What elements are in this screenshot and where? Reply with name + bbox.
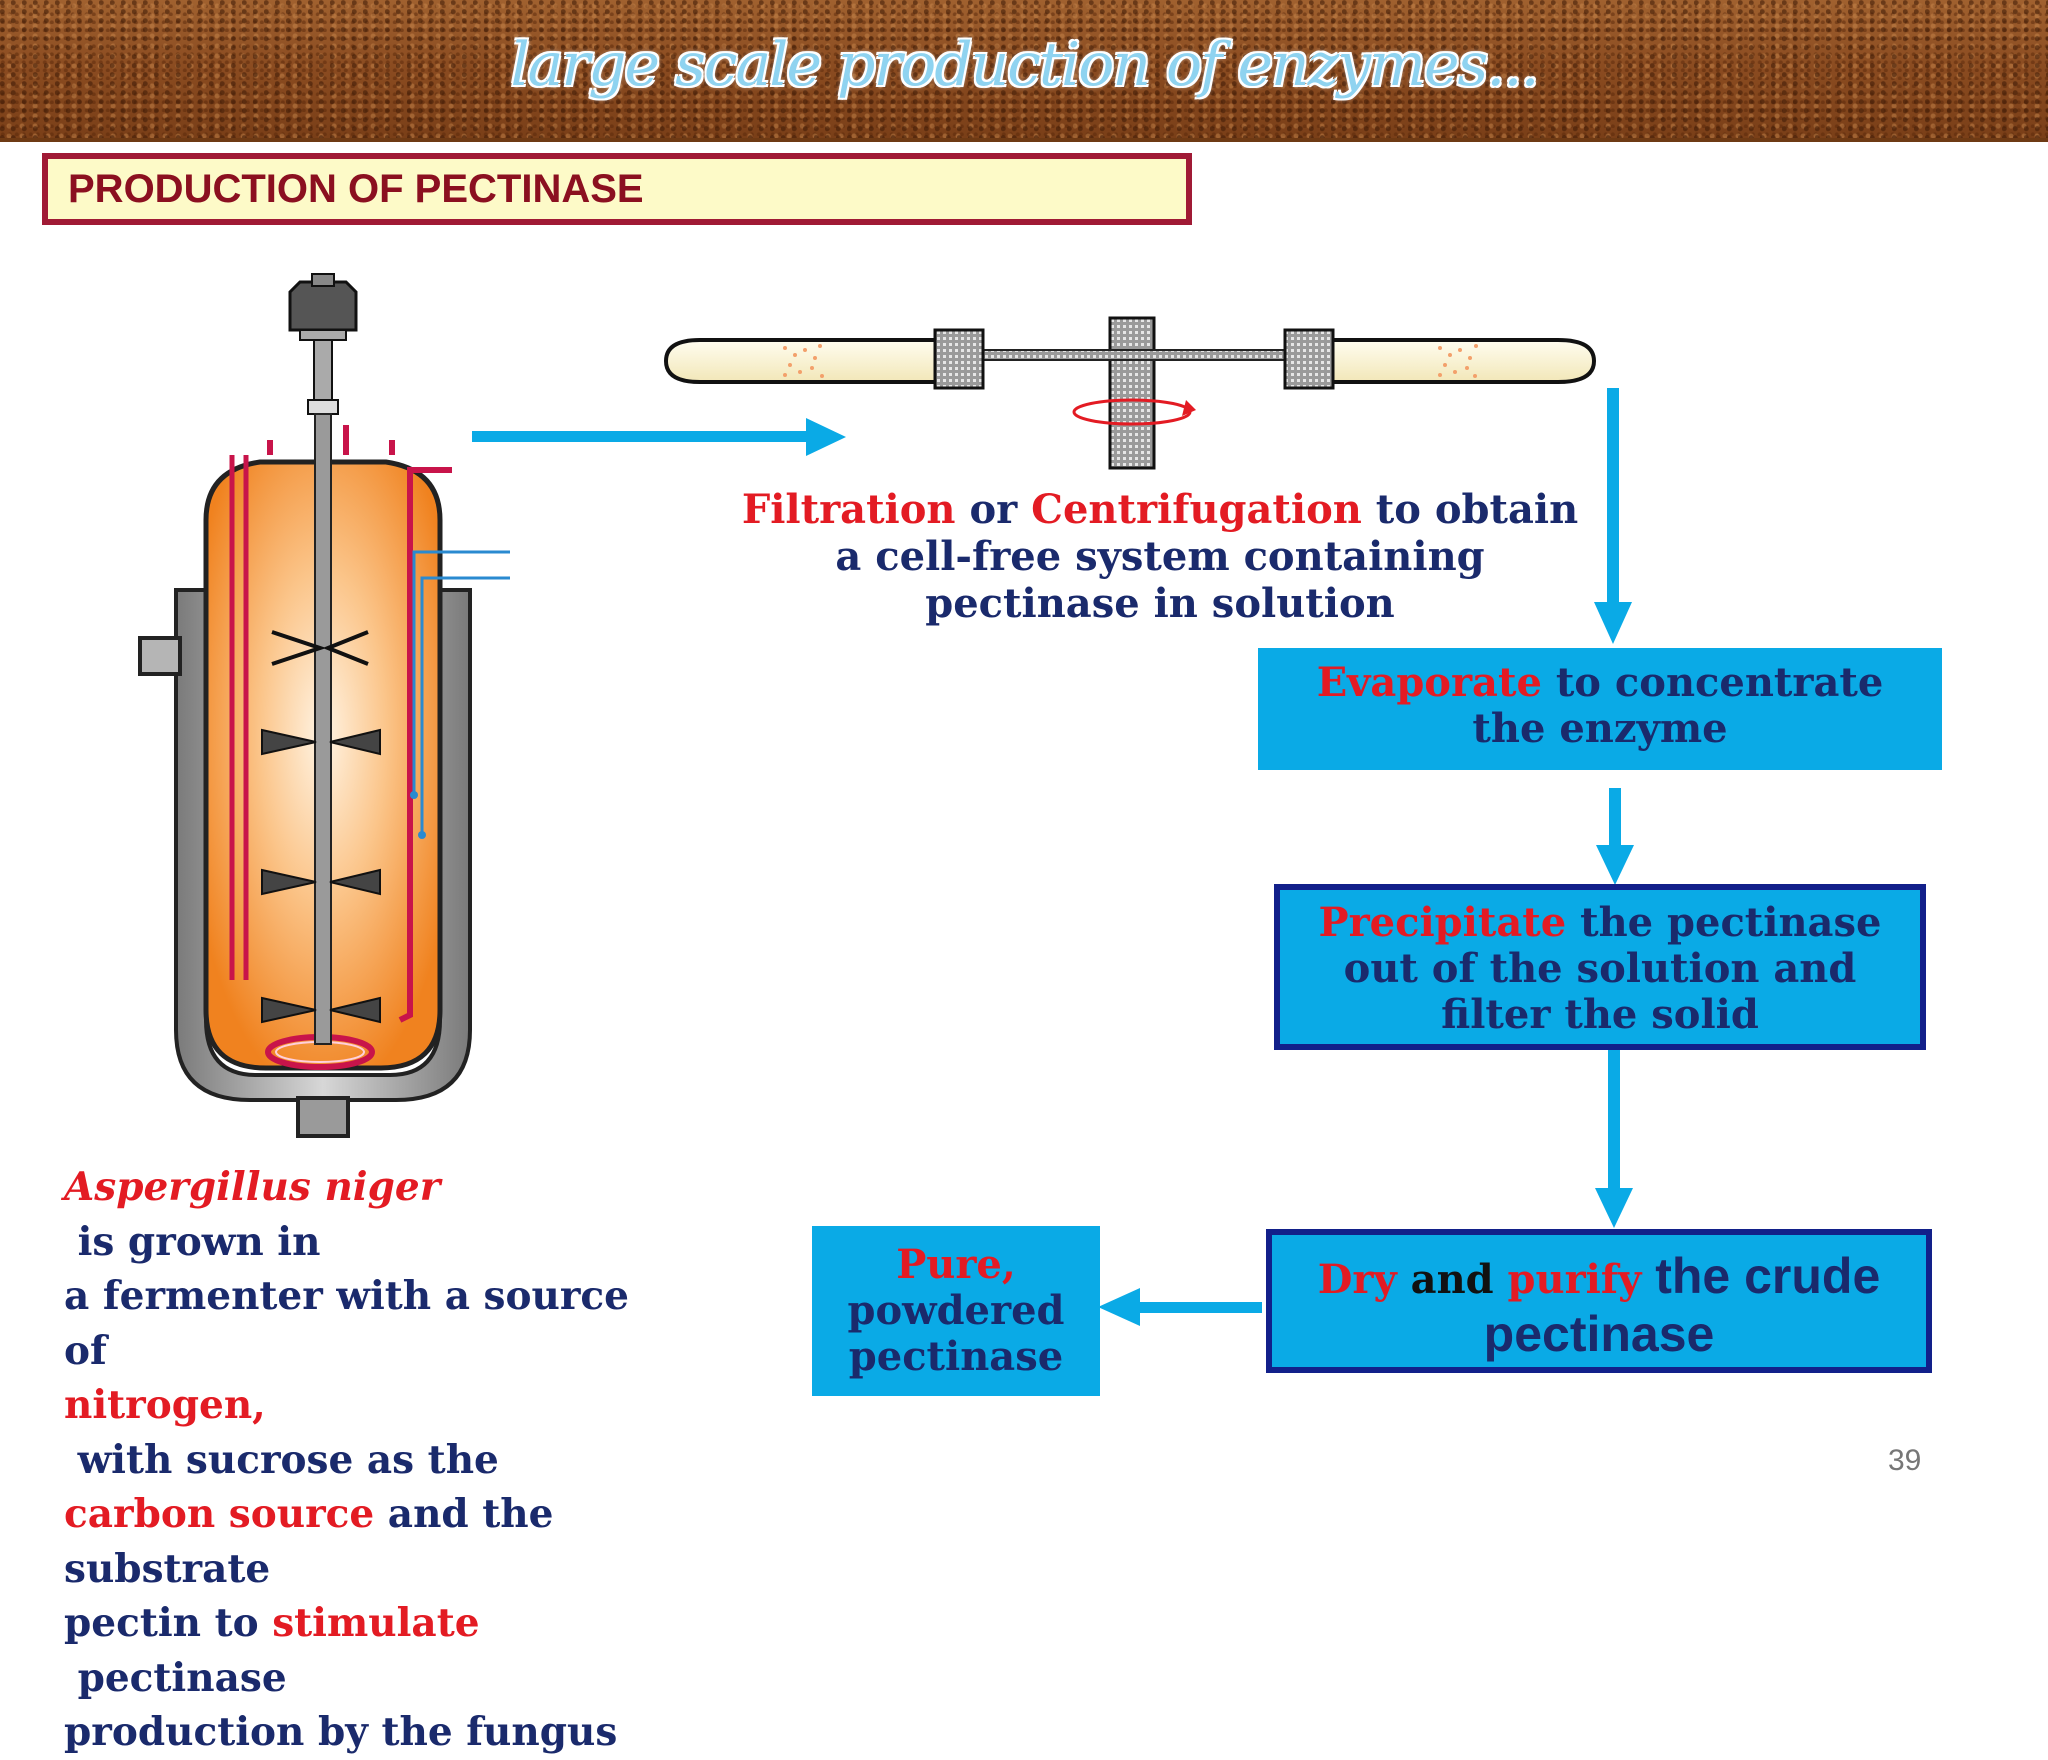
dry-line-1-rest: the crude (1641, 1248, 1881, 1304)
description-t3: with sucrose as the (64, 1436, 499, 1483)
dry-line-1: Dry and purify the crude (1272, 1247, 1926, 1305)
description-t1: is grown in (64, 1218, 321, 1265)
fermenter-description: Aspergillus niger is grown in a fermente… (64, 1160, 644, 1760)
slide-title: large scale production of enzymes... (510, 30, 1539, 100)
description-t4: and the (374, 1491, 554, 1537)
pure-line-2: powdered (847, 1287, 1065, 1334)
evaporate-step-box: Evaporate to concentrate the enzyme (1258, 648, 1942, 770)
description-line-7: production by the fungus (64, 1709, 618, 1755)
pure-pectinase-box: Pure, powdered pectinase (812, 1226, 1100, 1396)
diagram-graphics (138, 273, 1634, 1326)
dry-line-2: pectinase (1483, 1306, 1715, 1362)
page-number: 39 (1888, 1444, 1922, 1477)
description-line-3: nitrogen, with sucrose as the (64, 1378, 644, 1487)
pure-line-3: pectinase (848, 1333, 1064, 1380)
precipitate-step-box: Precipitate the pectinase out of the sol… (1274, 884, 1926, 1050)
precipitate-line-3: filter the solid (1441, 991, 1759, 1038)
precipitate-line-2: out of the solution and (1343, 945, 1857, 992)
and-text: and (1396, 1256, 1508, 1303)
description-t7: pectinase (64, 1654, 287, 1701)
pure-line-1: Pure, (896, 1241, 1016, 1288)
nitrogen-keyword: nitrogen, (64, 1382, 266, 1428)
precipitate-line-1-rest: the pectinase (1566, 899, 1882, 946)
carbon-keyword: carbon source (64, 1491, 375, 1537)
dry-keyword: Dry (1317, 1256, 1397, 1303)
description-line-2: a fermenter with a source of (64, 1273, 629, 1374)
evaporate-keyword: Evaporate (1316, 659, 1542, 706)
process-arrows (472, 388, 1634, 1326)
caption-line-3: pectinase in solution (925, 580, 1395, 627)
precipitate-line-1: Precipitate the pectinase (1280, 900, 1920, 946)
caption-line-1: Filtration or Centrifugation to obtain (730, 486, 1590, 533)
or-text: or (955, 486, 1032, 533)
filtration-keyword: Filtration (741, 486, 956, 533)
organism-name: Aspergillus niger (64, 1164, 441, 1210)
title-banner: large scale production of enzymes... (0, 0, 2048, 142)
description-line-1: Aspergillus niger is grown in (64, 1160, 644, 1269)
dry-purify-step-box: Dry and purify the crude pectinase (1266, 1229, 1932, 1373)
centrifugation-keyword: Centrifugation (1031, 486, 1362, 533)
evaporate-line-1-rest: to concentrate (1541, 659, 1884, 706)
fermenter-illustration (138, 273, 510, 1138)
centrifuge-illustration (663, 316, 1597, 470)
precipitate-keyword: Precipitate (1318, 899, 1567, 946)
description-line-4: carbon source and the (64, 1487, 644, 1542)
stimulate-keyword: stimulate (272, 1600, 480, 1646)
caption-line-2: a cell-free system containing (835, 533, 1485, 580)
purify-keyword: purify (1507, 1256, 1642, 1303)
description-t6: pectin to (64, 1600, 273, 1646)
caption-line-1-rest: to obtain (1361, 486, 1579, 533)
description-line-5: substrate (64, 1545, 271, 1592)
section-heading-box: PRODUCTION OF PECTINASE (42, 153, 1192, 225)
evaporate-line-2: the enzyme (1472, 705, 1728, 752)
description-line-6: pectin to stimulate pectinase (64, 1596, 644, 1705)
evaporate-line-1: Evaporate to concentrate (1258, 660, 1942, 706)
section-heading: PRODUCTION OF PECTINASE (68, 167, 644, 211)
centrifugation-caption: Filtration or Centrifugation to obtain a… (730, 486, 1590, 627)
